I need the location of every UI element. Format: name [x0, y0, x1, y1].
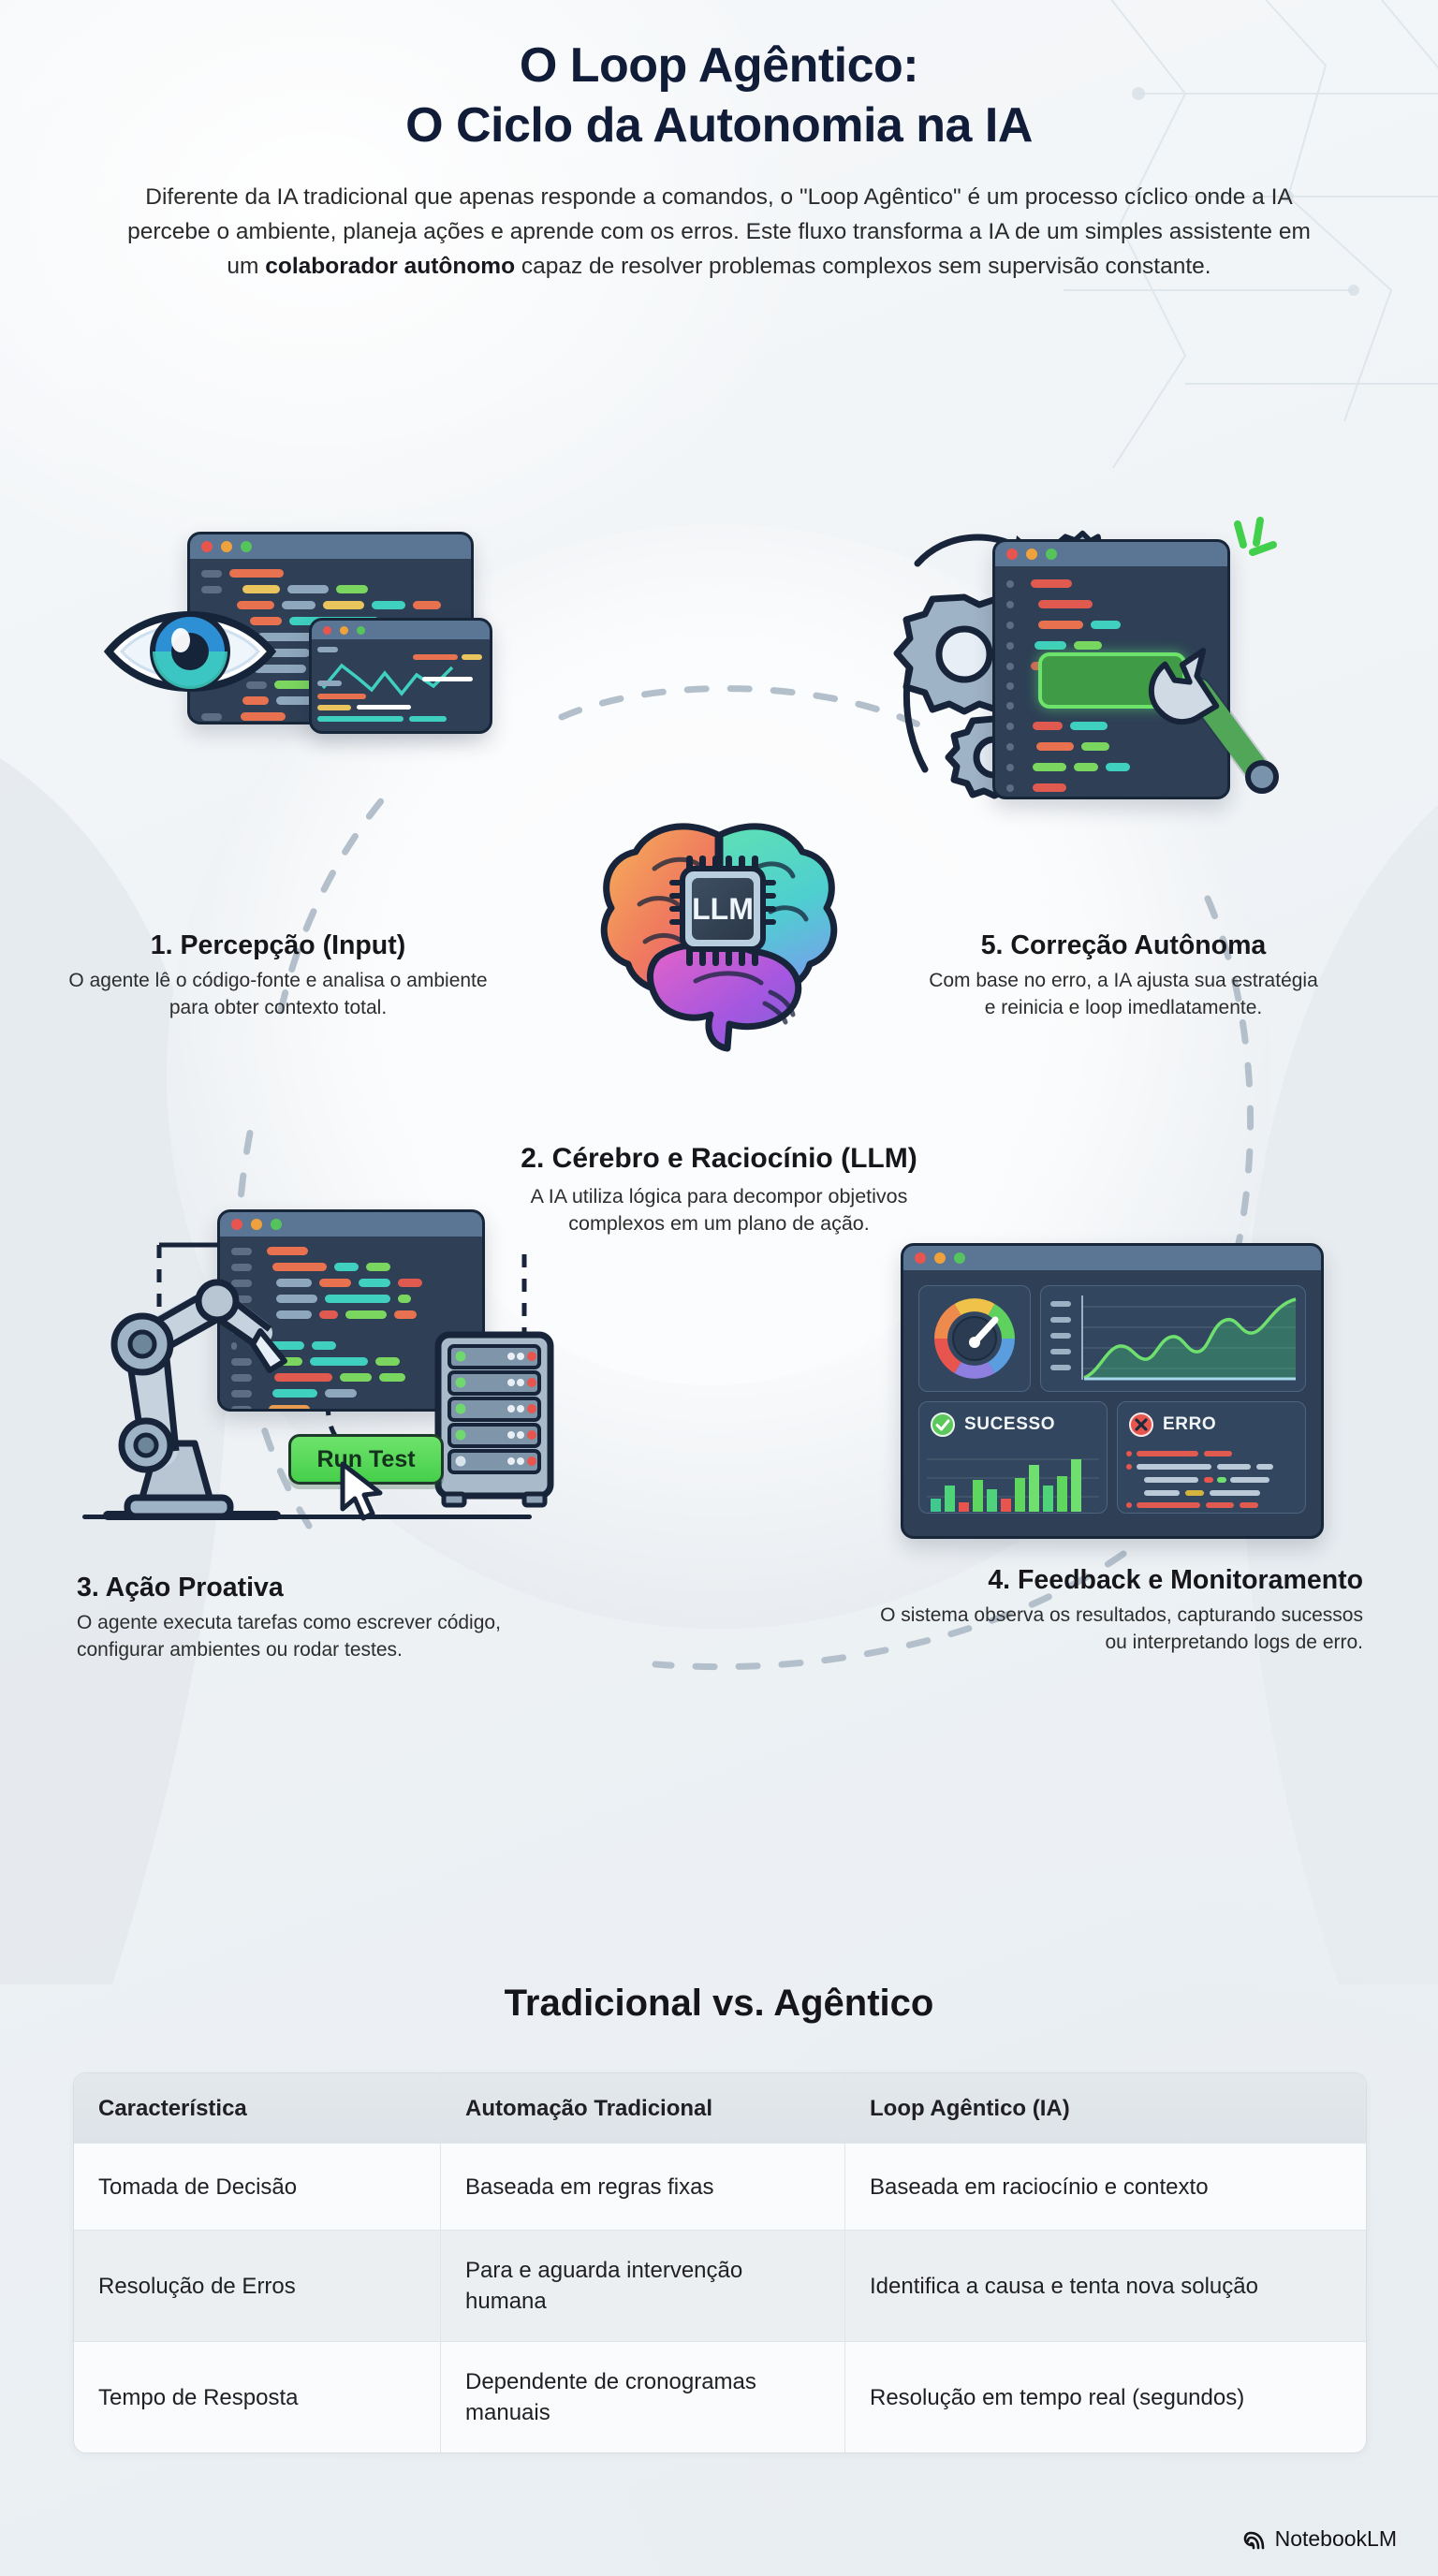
step-description: O agente executa tarefas como escrever c… — [77, 1612, 501, 1661]
server-rack-icon — [434, 1331, 554, 1508]
table-cell-feature: Tempo de Resposta — [74, 2342, 441, 2452]
window-minimize-dot — [221, 541, 232, 552]
window-minimize-dot — [934, 1252, 946, 1264]
window-titlebar — [220, 1212, 482, 1237]
dashboard-window: SUCESSO — [901, 1243, 1324, 1539]
step-title: 1. Percepção (Input) — [150, 930, 406, 960]
title-line-1: O Loop Agêntico: — [519, 38, 919, 93]
comparison-table: Característica Automação Tradicional Loo… — [73, 2072, 1367, 2453]
table-cell-traditional: Para e aguarda intervenção humana — [441, 2231, 845, 2341]
table-header-cell: Automação Tradicional — [441, 2073, 845, 2143]
table-cell-feature: Resolução de Erros — [74, 2231, 441, 2341]
mini-line-chart — [317, 647, 482, 722]
window-titlebar — [190, 534, 471, 559]
title-line-2: O Ciclo da Autonomia na IA — [405, 98, 1033, 153]
ground-line — [82, 1515, 532, 1519]
table-row: Tempo de Resposta Dependente de cronogra… — [74, 2341, 1366, 2452]
window-maximize-dot — [1046, 549, 1057, 560]
step-title: 3. Ação Proativa — [77, 1573, 284, 1603]
step-feedback-text: 4. Feedback e Monitoramento O sistema ob… — [858, 1563, 1363, 1656]
table-cell-traditional: Dependente de cronogramas manuais — [441, 2342, 845, 2452]
window-maximize-dot — [954, 1252, 965, 1264]
table-header-cell: Característica — [74, 2073, 441, 2143]
intro-paragraph: Diferente da IA tradicional que apenas r… — [59, 180, 1379, 284]
page-header: O Loop Agêntico: O Ciclo da Autonomia na… — [0, 36, 1438, 284]
table-cell-traditional: Baseada em regras fixas — [441, 2144, 845, 2230]
table-row: Resolução de Erros Para e aguarda interv… — [74, 2230, 1366, 2341]
intro-text-part-2: capaz de resolver problemas complexos se… — [515, 254, 1211, 279]
window-titlebar — [312, 621, 490, 639]
step-percepcao-text: 1. Percepção (Input) O agente lê o códig… — [58, 929, 498, 1021]
comparison-title: Tradicional vs. Agêntico — [504, 1983, 934, 2024]
step-acao-text: 3. Ação Proativa O agente executa tarefa… — [77, 1571, 517, 1663]
table-cell-agentic: Baseada em raciocínio e contexto — [870, 2174, 1209, 2200]
gauge-icon — [934, 1298, 1015, 1379]
error-panel: ERRO — [1117, 1401, 1306, 1514]
area-line-chart — [1050, 1295, 1297, 1381]
table-header-row: Característica Automação Tradicional Loo… — [74, 2073, 1366, 2143]
intro-text-part-1: Diferente da IA tradicional que apenas r… — [127, 184, 1311, 279]
step-percepcao-illustration — [67, 496, 592, 1020]
step-title: 4. Feedback e Monitoramento — [988, 1565, 1363, 1595]
window-titlebar — [995, 542, 1227, 566]
footer-brand-label: NotebookLM — [1274, 2526, 1397, 2551]
chip-label: LLM — [692, 892, 754, 926]
window-close-dot — [231, 1219, 242, 1230]
success-label: SUCESSO — [964, 1414, 1056, 1434]
check-circle-icon — [931, 1412, 955, 1437]
notebooklm-logo-icon — [1243, 2531, 1264, 2549]
window-close-dot — [323, 625, 331, 635]
step-feedback-illustration: SUCESSO — [820, 1213, 1401, 1662]
error-circle-icon — [1129, 1412, 1153, 1437]
window-close-dot — [1006, 549, 1018, 560]
footer-brand: NotebookLM — [1242, 2526, 1397, 2552]
window-minimize-dot — [1026, 549, 1037, 560]
step-title: 5. Correção Autônoma — [980, 930, 1267, 960]
code-window-fix — [992, 539, 1230, 799]
run-test-label: Run Test — [316, 1445, 416, 1472]
step-description: Com base no erro, a IA ajusta sua estrat… — [929, 970, 1318, 1018]
window-minimize-dot — [251, 1219, 262, 1230]
table-cell-agentic: Identifica a causa e tenta nova solução — [870, 2273, 1258, 2299]
success-panel: SUCESSO — [918, 1401, 1108, 1514]
gauge-panel — [918, 1285, 1031, 1392]
wrench-icon — [1148, 648, 1279, 794]
line-chart-panel — [1040, 1285, 1306, 1392]
step-cerebro-illustration: LLM — [587, 814, 851, 1058]
step-acao-illustration: Run Test — [56, 1189, 637, 1713]
agentic-loop-diagram: 1. Percepção (Input) O agente lê o códig… — [0, 505, 1438, 1966]
window-minimize-dot — [340, 625, 348, 635]
table-cell-agentic: Resolução em tempo real (segundos) — [870, 2384, 1245, 2410]
window-close-dot — [915, 1252, 926, 1264]
window-maximize-dot — [357, 625, 365, 635]
code-lines — [190, 559, 471, 722]
step-description: O agente lê o código-fonte e analisa o a… — [68, 970, 488, 1018]
step-title: 2. Cérebro e Raciocínio (LLM) — [521, 1143, 917, 1174]
table-cell-feature: Tomada de Decisão — [74, 2144, 441, 2230]
step-description: A IA utiliza lógica para decompor objeti… — [530, 1185, 908, 1235]
intro-text-bold: colaborador autônomo — [265, 254, 516, 279]
window-maximize-dot — [271, 1219, 282, 1230]
circuit-pattern-decoration — [1064, 0, 1438, 468]
step-correcao-illustration — [824, 490, 1404, 1015]
window-titlebar — [903, 1246, 1321, 1270]
step-cerebro-text: 2. Cérebro e Raciocínio (LLM) A IA utili… — [326, 1142, 1112, 1237]
eye-icon — [103, 611, 277, 692]
success-bar-chart — [927, 1458, 1099, 1512]
robot-arm-icon — [103, 1279, 287, 1520]
sparkle-icon — [1234, 517, 1277, 556]
window-close-dot — [201, 541, 213, 552]
window-maximize-dot — [241, 541, 252, 552]
code-lines — [220, 1237, 482, 1409]
step-correcao-text: 5. Correção Autônoma Com base no erro, a… — [927, 929, 1320, 1021]
page-title: O Loop Agêntico: O Ciclo da Autonomia na… — [0, 36, 1438, 155]
error-label: ERRO — [1163, 1414, 1217, 1434]
table-header-cell: Loop Agêntico (IA) — [870, 2095, 1070, 2121]
step-description: O sistema observa os resultados, captura… — [880, 1604, 1363, 1653]
brain-chip-icon: LLM — [600, 823, 838, 1052]
table-row: Tomada de Decisão Baseada em regras fixa… — [74, 2143, 1366, 2230]
chart-window-secondary — [309, 618, 492, 734]
error-log-lines — [1126, 1451, 1273, 1508]
